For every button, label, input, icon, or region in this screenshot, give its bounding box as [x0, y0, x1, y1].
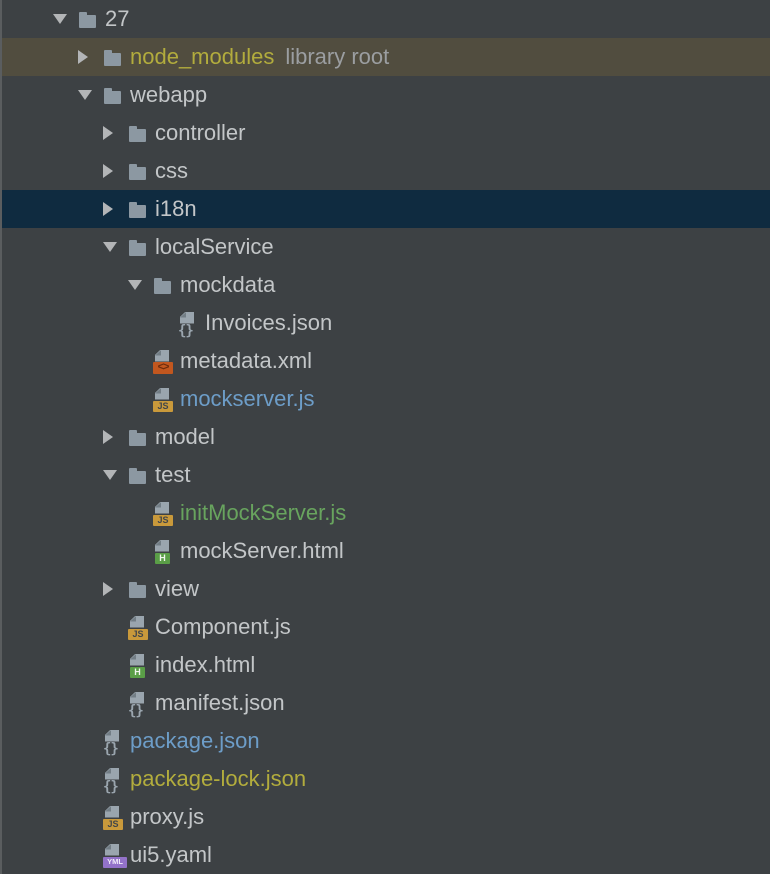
json-file-icon: {}: [103, 729, 123, 757]
chevron-down-icon[interactable]: [78, 83, 103, 107]
chevron-placeholder: [103, 691, 128, 715]
js-file-icon: JS: [103, 805, 123, 830]
tree-item-label: ui5.yaml: [130, 842, 212, 867]
chevron-right-icon[interactable]: [103, 425, 128, 449]
chevron-placeholder: [103, 653, 128, 677]
chevron-right-icon[interactable]: [103, 121, 128, 145]
tree-item-label: index.html: [155, 652, 256, 677]
folder-icon: [103, 45, 123, 70]
html-file-icon: H: [153, 539, 173, 564]
tree-item-label: i18n: [155, 196, 197, 221]
yaml-file-icon: YML: [103, 843, 127, 868]
folder-icon: [128, 425, 148, 450]
chevron-right-icon[interactable]: [78, 45, 103, 69]
folder-icon: [128, 197, 148, 222]
tree-row-node-modules[interactable]: node_modules library root: [0, 38, 770, 76]
chevron-down-icon[interactable]: [103, 235, 128, 259]
tree-row-mockserver-js[interactable]: JS mockserver.js: [0, 380, 770, 418]
chevron-placeholder: [153, 311, 178, 335]
chevron-down-icon[interactable]: [128, 273, 153, 297]
folder-icon: [128, 463, 148, 488]
folder-icon: [103, 83, 123, 108]
js-file-icon: JS: [128, 615, 148, 640]
tree-item-label: package.json: [130, 728, 260, 753]
tree-row-proxy-js[interactable]: JS proxy.js: [0, 798, 770, 836]
tree-item-label: view: [155, 576, 200, 601]
tree-item-label: css: [155, 158, 188, 183]
folder-icon: [128, 235, 148, 260]
chevron-right-icon[interactable]: [103, 159, 128, 183]
json-file-icon: {}: [103, 767, 123, 795]
js-file-icon: JS: [153, 501, 173, 526]
chevron-placeholder: [78, 767, 103, 791]
tree-row-manifest-json[interactable]: {} manifest.json: [0, 684, 770, 722]
js-file-icon: JS: [153, 387, 173, 412]
folder-icon: [153, 273, 173, 298]
tree-item-label: metadata.xml: [180, 348, 313, 373]
folder-icon: [78, 7, 98, 32]
json-file-icon: {}: [128, 691, 148, 719]
tree-item-label: localService: [155, 234, 274, 259]
chevron-placeholder: [103, 615, 128, 639]
tree-row-component-js[interactable]: JS Component.js: [0, 608, 770, 646]
chevron-placeholder: [128, 539, 153, 563]
tree-row-initmockserver-js[interactable]: JS initMockServer.js: [0, 494, 770, 532]
tree-row-metadata-xml[interactable]: <> metadata.xml: [0, 342, 770, 380]
tree-row-package-lock-json[interactable]: {} package-lock.json: [0, 760, 770, 798]
folder-icon: [128, 577, 148, 602]
html-file-icon: H: [128, 653, 148, 678]
library-root-annotation: library root: [285, 44, 390, 69]
chevron-placeholder: [128, 349, 153, 373]
json-file-icon: {}: [178, 311, 198, 339]
tree-row-index-html[interactable]: H index.html: [0, 646, 770, 684]
tree-item-label: initMockServer.js: [180, 500, 347, 525]
chevron-down-icon[interactable]: [103, 463, 128, 487]
tree-item-label: node_modules: [130, 44, 275, 69]
chevron-placeholder: [78, 805, 103, 829]
folder-icon: [128, 159, 148, 184]
tree-row-mockserver-html[interactable]: H mockServer.html: [0, 532, 770, 570]
tree-item-label: Component.js: [155, 614, 291, 639]
tree-row-controller[interactable]: controller: [0, 114, 770, 152]
tree-item-label: mockdata: [180, 272, 276, 297]
tree-row-model[interactable]: model: [0, 418, 770, 456]
tree-row-mockdata[interactable]: mockdata: [0, 266, 770, 304]
chevron-placeholder: [128, 501, 153, 525]
tree-item-label: test: [155, 462, 191, 487]
tree-item-label: mockserver.js: [180, 386, 315, 411]
tree-row-localservice[interactable]: localService: [0, 228, 770, 266]
tree-item-label: Invoices.json: [205, 310, 333, 335]
tree-row-invoices-json[interactable]: {} Invoices.json: [0, 304, 770, 342]
tree-row-view[interactable]: view: [0, 570, 770, 608]
chevron-right-icon[interactable]: [103, 197, 128, 221]
tree-row-css[interactable]: css: [0, 152, 770, 190]
tree-row-webapp[interactable]: webapp: [0, 76, 770, 114]
tree-item-label: controller: [155, 120, 246, 145]
tree-item-label: mockServer.html: [180, 538, 344, 563]
tree-item-label: manifest.json: [155, 690, 285, 715]
tree-row-i18n[interactable]: i18n: [0, 190, 770, 228]
tree-row-27[interactable]: 27: [0, 0, 770, 38]
xml-file-icon: <>: [153, 349, 173, 374]
tree-item-label: 27: [105, 6, 130, 31]
tree-item-label: proxy.js: [130, 804, 205, 829]
chevron-placeholder: [78, 729, 103, 753]
tree-row-package-json[interactable]: {} package.json: [0, 722, 770, 760]
tree-item-label: model: [155, 424, 215, 449]
tree-row-test[interactable]: test: [0, 456, 770, 494]
tree-row-ui5-yaml[interactable]: YML ui5.yaml: [0, 836, 770, 874]
tree-item-label: package-lock.json: [130, 766, 307, 791]
tree-item-label: webapp: [130, 82, 208, 107]
chevron-down-icon[interactable]: [53, 7, 78, 31]
chevron-placeholder: [128, 387, 153, 411]
chevron-placeholder: [78, 843, 103, 867]
chevron-right-icon[interactable]: [103, 577, 128, 601]
folder-icon: [128, 121, 148, 146]
